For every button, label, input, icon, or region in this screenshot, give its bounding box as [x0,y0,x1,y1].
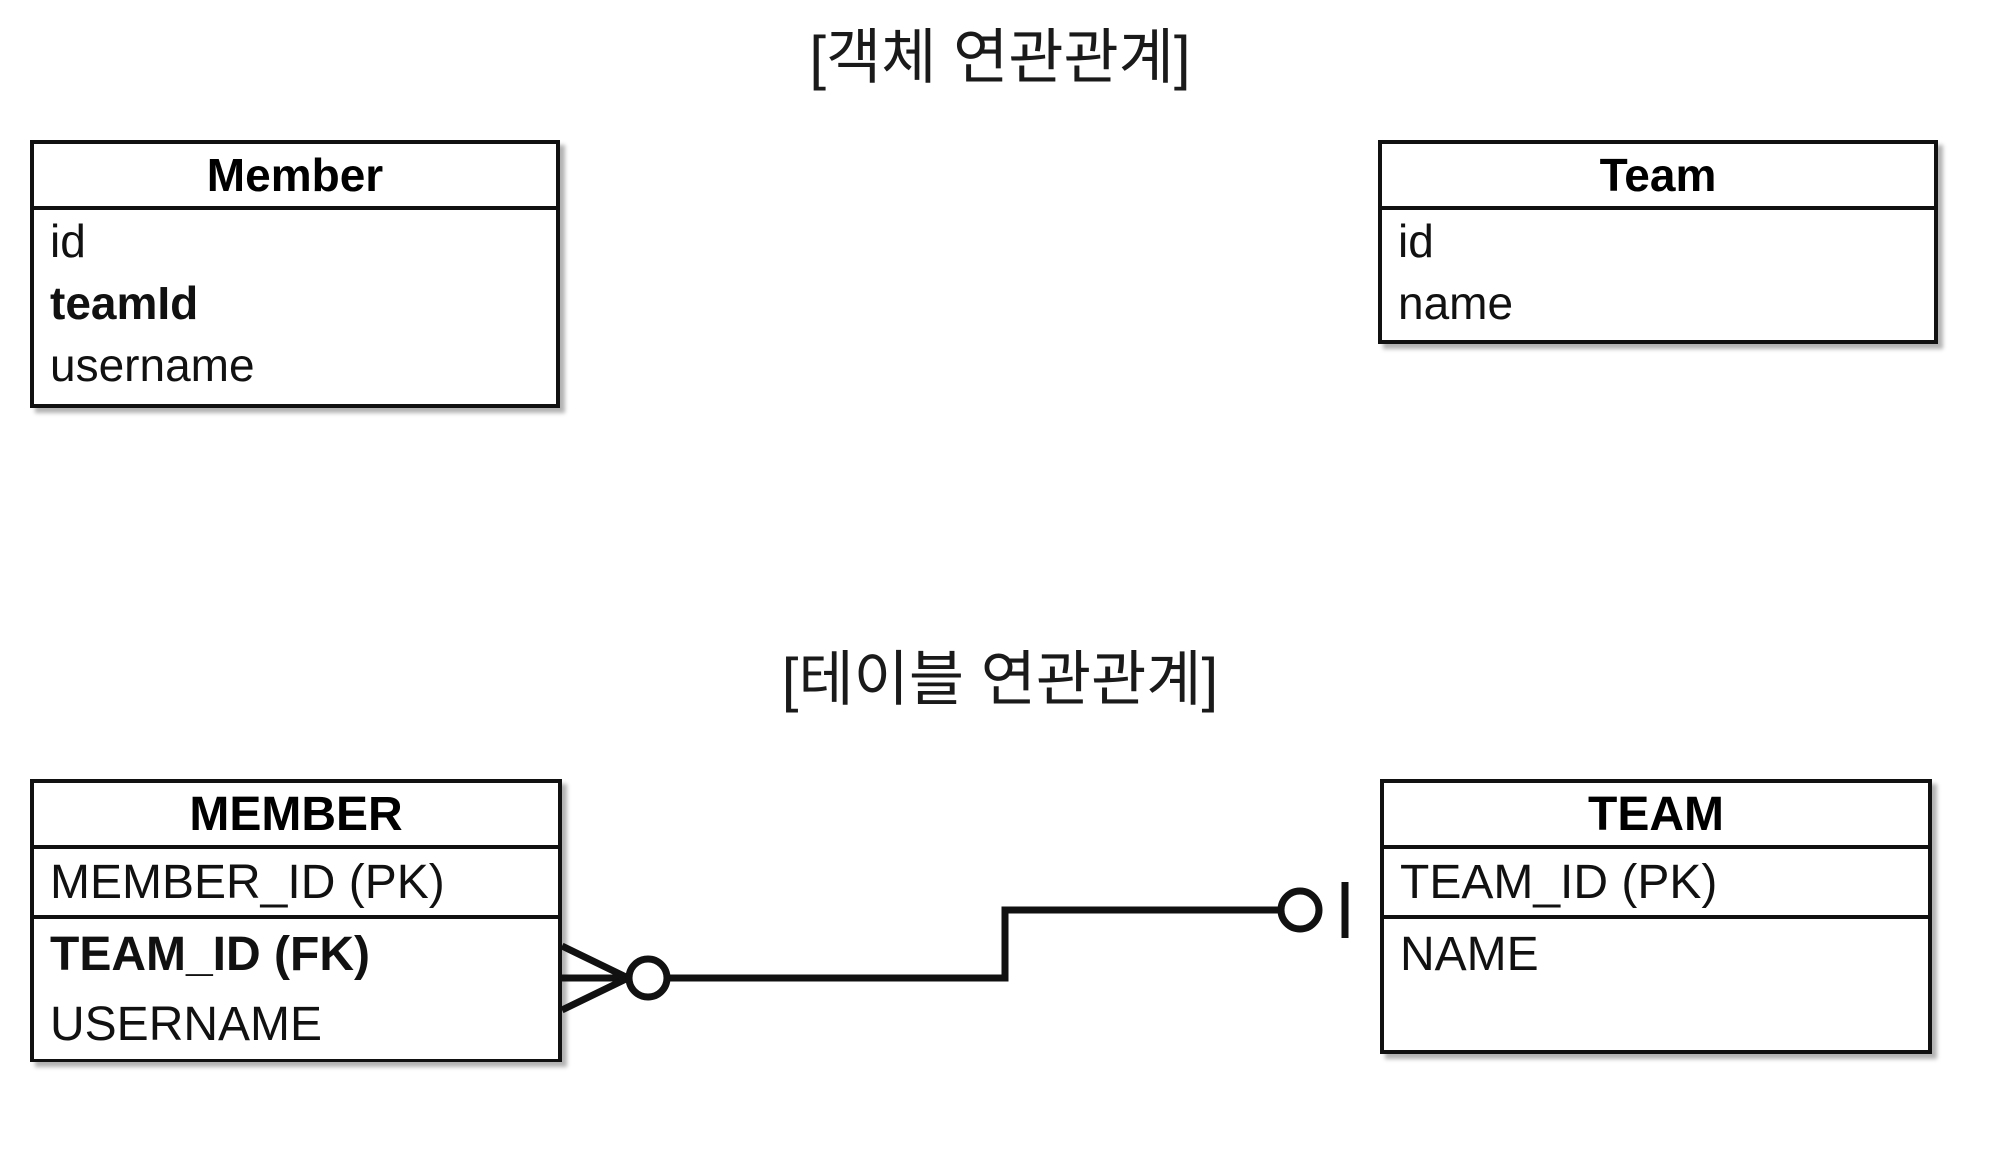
entity-team-object-attributes: id name [1382,210,1934,334]
entity-member-object-attributes: id teamId username [34,210,556,396]
column-name: NAME [1400,927,1539,981]
crowsfoot-many-marker [560,942,630,1014]
column-username: USERNAME [50,997,323,1051]
object-association-title: [객체 연관관계] [809,24,1191,91]
entity-member-table-attributes: MEMBER_ID (PK) TEAM_ID (FK) USERNAME [34,849,558,1059]
attribute-member-username: username [50,339,255,391]
entity-member-object-header: Member [34,144,556,210]
column-member-id-pk: MEMBER_ID (PK) [34,849,558,919]
attribute-member-teamid: teamId [50,277,199,329]
entity-member-table[interactable]: MEMBER MEMBER_ID (PK) TEAM_ID (FK) USERN… [30,779,562,1062]
crowsfoot-zero-circle-team [1277,887,1323,933]
entity-member-table-header: MEMBER [34,783,558,849]
entity-team-table-attributes: TEAM_ID (PK) NAME [1384,849,1928,989]
entity-team-table-header: TEAM [1384,783,1928,849]
attribute-team-id: id [1398,215,1434,267]
attribute-team-name: name [1398,277,1514,329]
relationship-line [648,906,1300,982]
attribute-member-id: id [50,215,86,267]
entity-member-object[interactable]: Member id teamId username [30,140,560,408]
table-association-title: [테이블 연관관계] [781,646,1219,713]
crowsfoot-zero-circle-member [625,955,671,1001]
column-team-id-pk: TEAM_ID (PK) [1384,849,1928,919]
entity-team-object[interactable]: Team id name [1378,140,1938,344]
entity-team-object-header: Team [1382,144,1934,210]
entity-team-table[interactable]: TEAM TEAM_ID (PK) NAME [1380,779,1932,1054]
column-team-id-fk: TEAM_ID (FK) [50,927,370,981]
